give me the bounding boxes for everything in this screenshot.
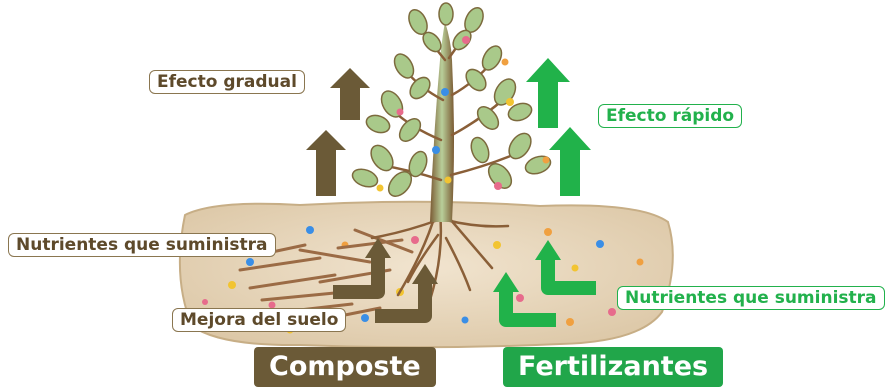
fertilizer-nutrient-arrows [499,258,596,327]
compost-bent-arrow-1 [333,256,385,299]
compost-debris [238,228,414,320]
plant-stem [430,22,454,222]
compost-nutrient-arrows [333,256,432,323]
fast-effect-label: Efecto rápido [598,104,743,128]
soil-improvement-label: Mejora del suelo [172,308,347,332]
compost-arrow-heads [365,238,438,284]
plant-nutrient-dots [376,36,550,192]
plant-leaves [351,2,552,197]
compost-badge: Composte [254,347,436,387]
gradual-arrow-lower [306,130,346,196]
gradual-arrow-upper [330,68,370,120]
fast-arrow-lower [549,127,591,196]
fast-arrow-upper [526,58,570,128]
fertilizer-nutrients-label: Nutrientes que suministra [617,286,885,310]
compost-bent-arrow-2 [375,282,432,323]
fertilizer-arrow-heads [493,240,561,292]
fertilizer-bent-arrow-2 [541,258,596,295]
gradual-effect-label: Efecto gradual [149,70,305,94]
fertilizer-bent-arrow-1 [499,290,556,327]
compost-nutrients-label: Nutrientes que suministra [8,233,276,257]
fast-effect-arrows [526,58,591,196]
gradual-effect-arrows [306,68,370,196]
fertilizers-badge: Fertilizantes [503,347,724,387]
